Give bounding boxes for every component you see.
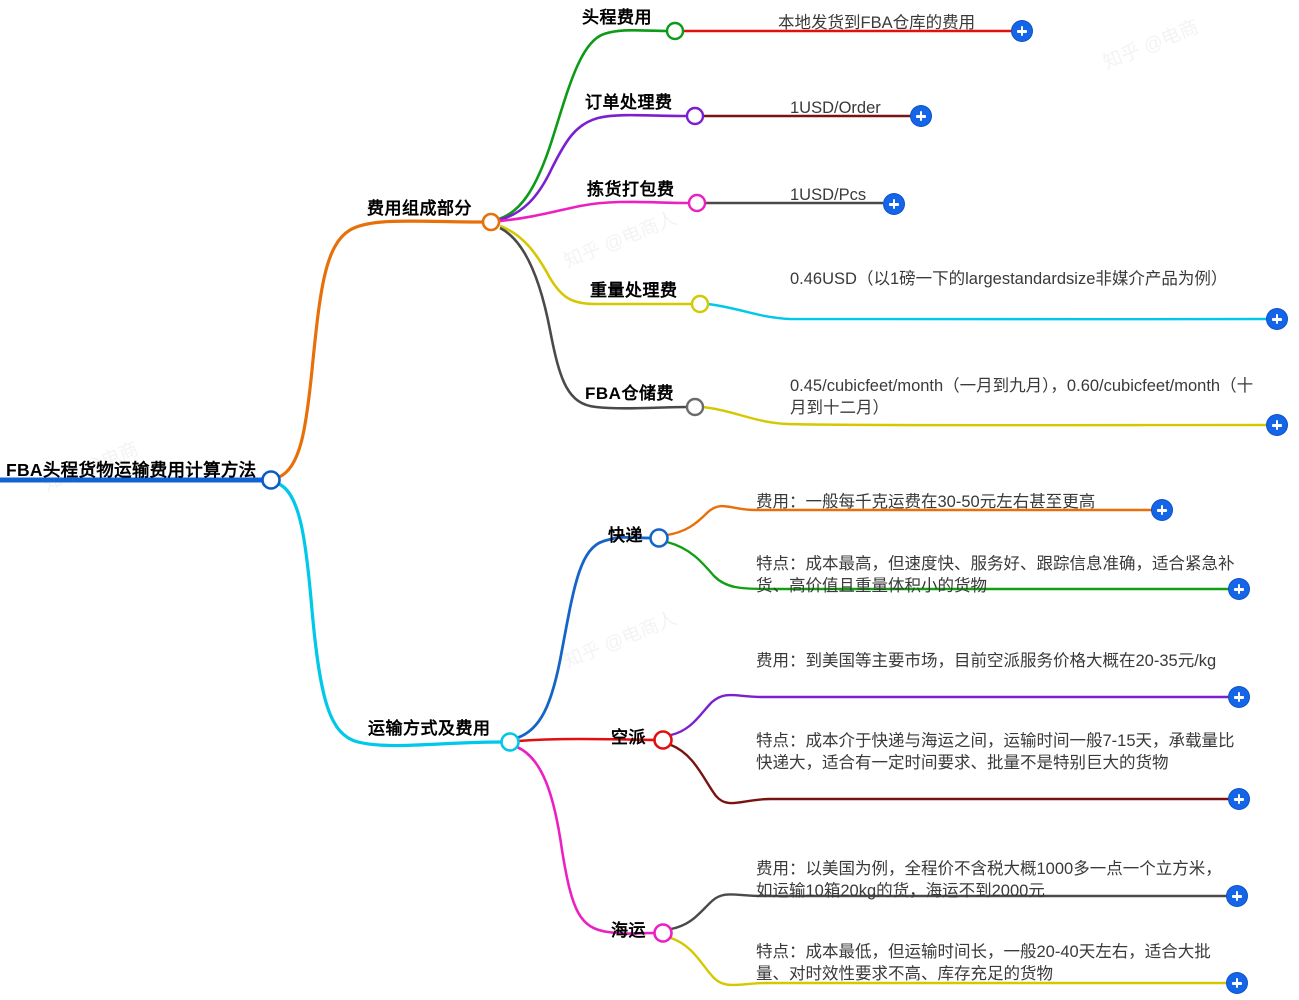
branch-label-cost-components[interactable]: 费用组成部分 (367, 199, 472, 218)
child-label-air-freight[interactable]: 空派 (611, 728, 646, 747)
edge-branch0-child1 (498, 113, 688, 222)
branch-node-circle-1 (500, 732, 520, 752)
expand-button-sea-cost[interactable] (1227, 886, 1247, 906)
child-label-weight-handling-fee[interactable]: 重量处理费 (590, 281, 678, 300)
detail-label-sea-features[interactable]: 特点：成本最低，但运输时间长，一般20-40天左右，适合大批量、对时效性要求不高… (756, 943, 1211, 984)
expand-button-sea-features[interactable] (1227, 973, 1247, 993)
watermark: 知乎 @电商 (1100, 16, 1202, 74)
expand-button-air-features[interactable] (1229, 789, 1249, 809)
detail-label-fba-storage-fee[interactable]: 0.45/cubicfeet/month（一月到九月），0.60/cubicfe… (790, 377, 1254, 418)
edge-root-to-branch-0 (278, 219, 485, 479)
child-label-sea-freight[interactable]: 海运 (611, 921, 646, 940)
child-node-circle-0-2 (687, 193, 707, 213)
expand-button-pick-pack-fee[interactable] (884, 194, 904, 214)
watermark: 知乎 @电商人 (561, 608, 680, 673)
edge-child-detail-0-3 (707, 302, 1269, 321)
edge-branch0-child4 (499, 226, 688, 410)
detail-label-express-cost[interactable]: 费用：一般每千克运费在30-50元左右甚至更高 (756, 493, 1096, 511)
child-label-fba-storage-fee[interactable]: FBA仓储费 (585, 384, 674, 403)
root-node-label[interactable]: FBA头程货物运输费用计算方法 (6, 460, 257, 480)
expand-button-order-handling-fee[interactable] (911, 106, 931, 126)
branch-node-circle-0 (481, 212, 501, 232)
watermark: 知乎 @电商人 (561, 208, 680, 273)
expand-button-head-haul-fee[interactable] (1012, 21, 1032, 41)
child-node-circle-1-2 (653, 923, 673, 943)
child-node-circle-0-3 (690, 294, 710, 314)
detail-label-express-features[interactable]: 特点：成本最高，但速度快、服务好、跟踪信息准确，适合紧急补货、高价值且重量体积小… (756, 555, 1235, 596)
expand-button-weight-handling-fee[interactable] (1267, 309, 1287, 329)
detail-label-weight-handling-fee[interactable]: 0.46USD（以1磅一下的largestandardsize非媒介产品为例） (790, 270, 1228, 288)
child-node-circle-1-1 (653, 730, 673, 750)
child-node-circle-0-4 (685, 397, 705, 417)
edge-branch1-child2 (516, 745, 656, 935)
child-node-circle-0-1 (685, 106, 705, 126)
child-label-express[interactable]: 快递 (608, 526, 643, 545)
child-label-pick-pack-fee[interactable]: 拣货打包费 (587, 180, 675, 199)
edge-branch0-child2 (499, 200, 690, 223)
expand-button-express-cost[interactable] (1152, 500, 1172, 520)
child-label-head-haul-fee[interactable]: 头程费用 (582, 8, 652, 27)
edge-branch1-child0 (516, 535, 652, 740)
expand-button-air-cost[interactable] (1229, 687, 1249, 707)
detail-label-pick-pack-fee[interactable]: 1USD/Pcs (790, 186, 867, 204)
edge-detail-1-1-0 (670, 693, 1230, 737)
edge-root-to-branch-1 (278, 482, 503, 748)
root-node-circle (261, 470, 281, 490)
expand-button-fba-storage-fee[interactable] (1267, 415, 1287, 435)
child-node-circle-0-0 (665, 21, 685, 41)
branch-label-shipping-methods[interactable]: 运输方式及费用 (368, 719, 491, 738)
child-node-circle-1-0 (649, 528, 669, 548)
detail-label-order-handling-fee[interactable]: 1USD/Order (790, 99, 881, 117)
expand-button-express-features[interactable] (1229, 579, 1249, 599)
child-label-order-handling-fee[interactable]: 订单处理费 (585, 93, 673, 112)
detail-label-air-features[interactable]: 特点：成本介于快递与海运之间，运输时间一般7-15天，承载量比快递大，适合有一定… (756, 732, 1235, 773)
detail-label-sea-cost[interactable]: 费用：以美国为例，全程价不含税大概1000多一点一个立方米，如运输10箱20kg… (756, 860, 1222, 901)
detail-label-air-cost[interactable]: 费用：到美国等主要市场，目前空派服务价格大概在20-35元/kg (756, 652, 1217, 670)
detail-label-head-haul-fee[interactable]: 本地发货到FBA仓库的费用 (778, 14, 976, 32)
